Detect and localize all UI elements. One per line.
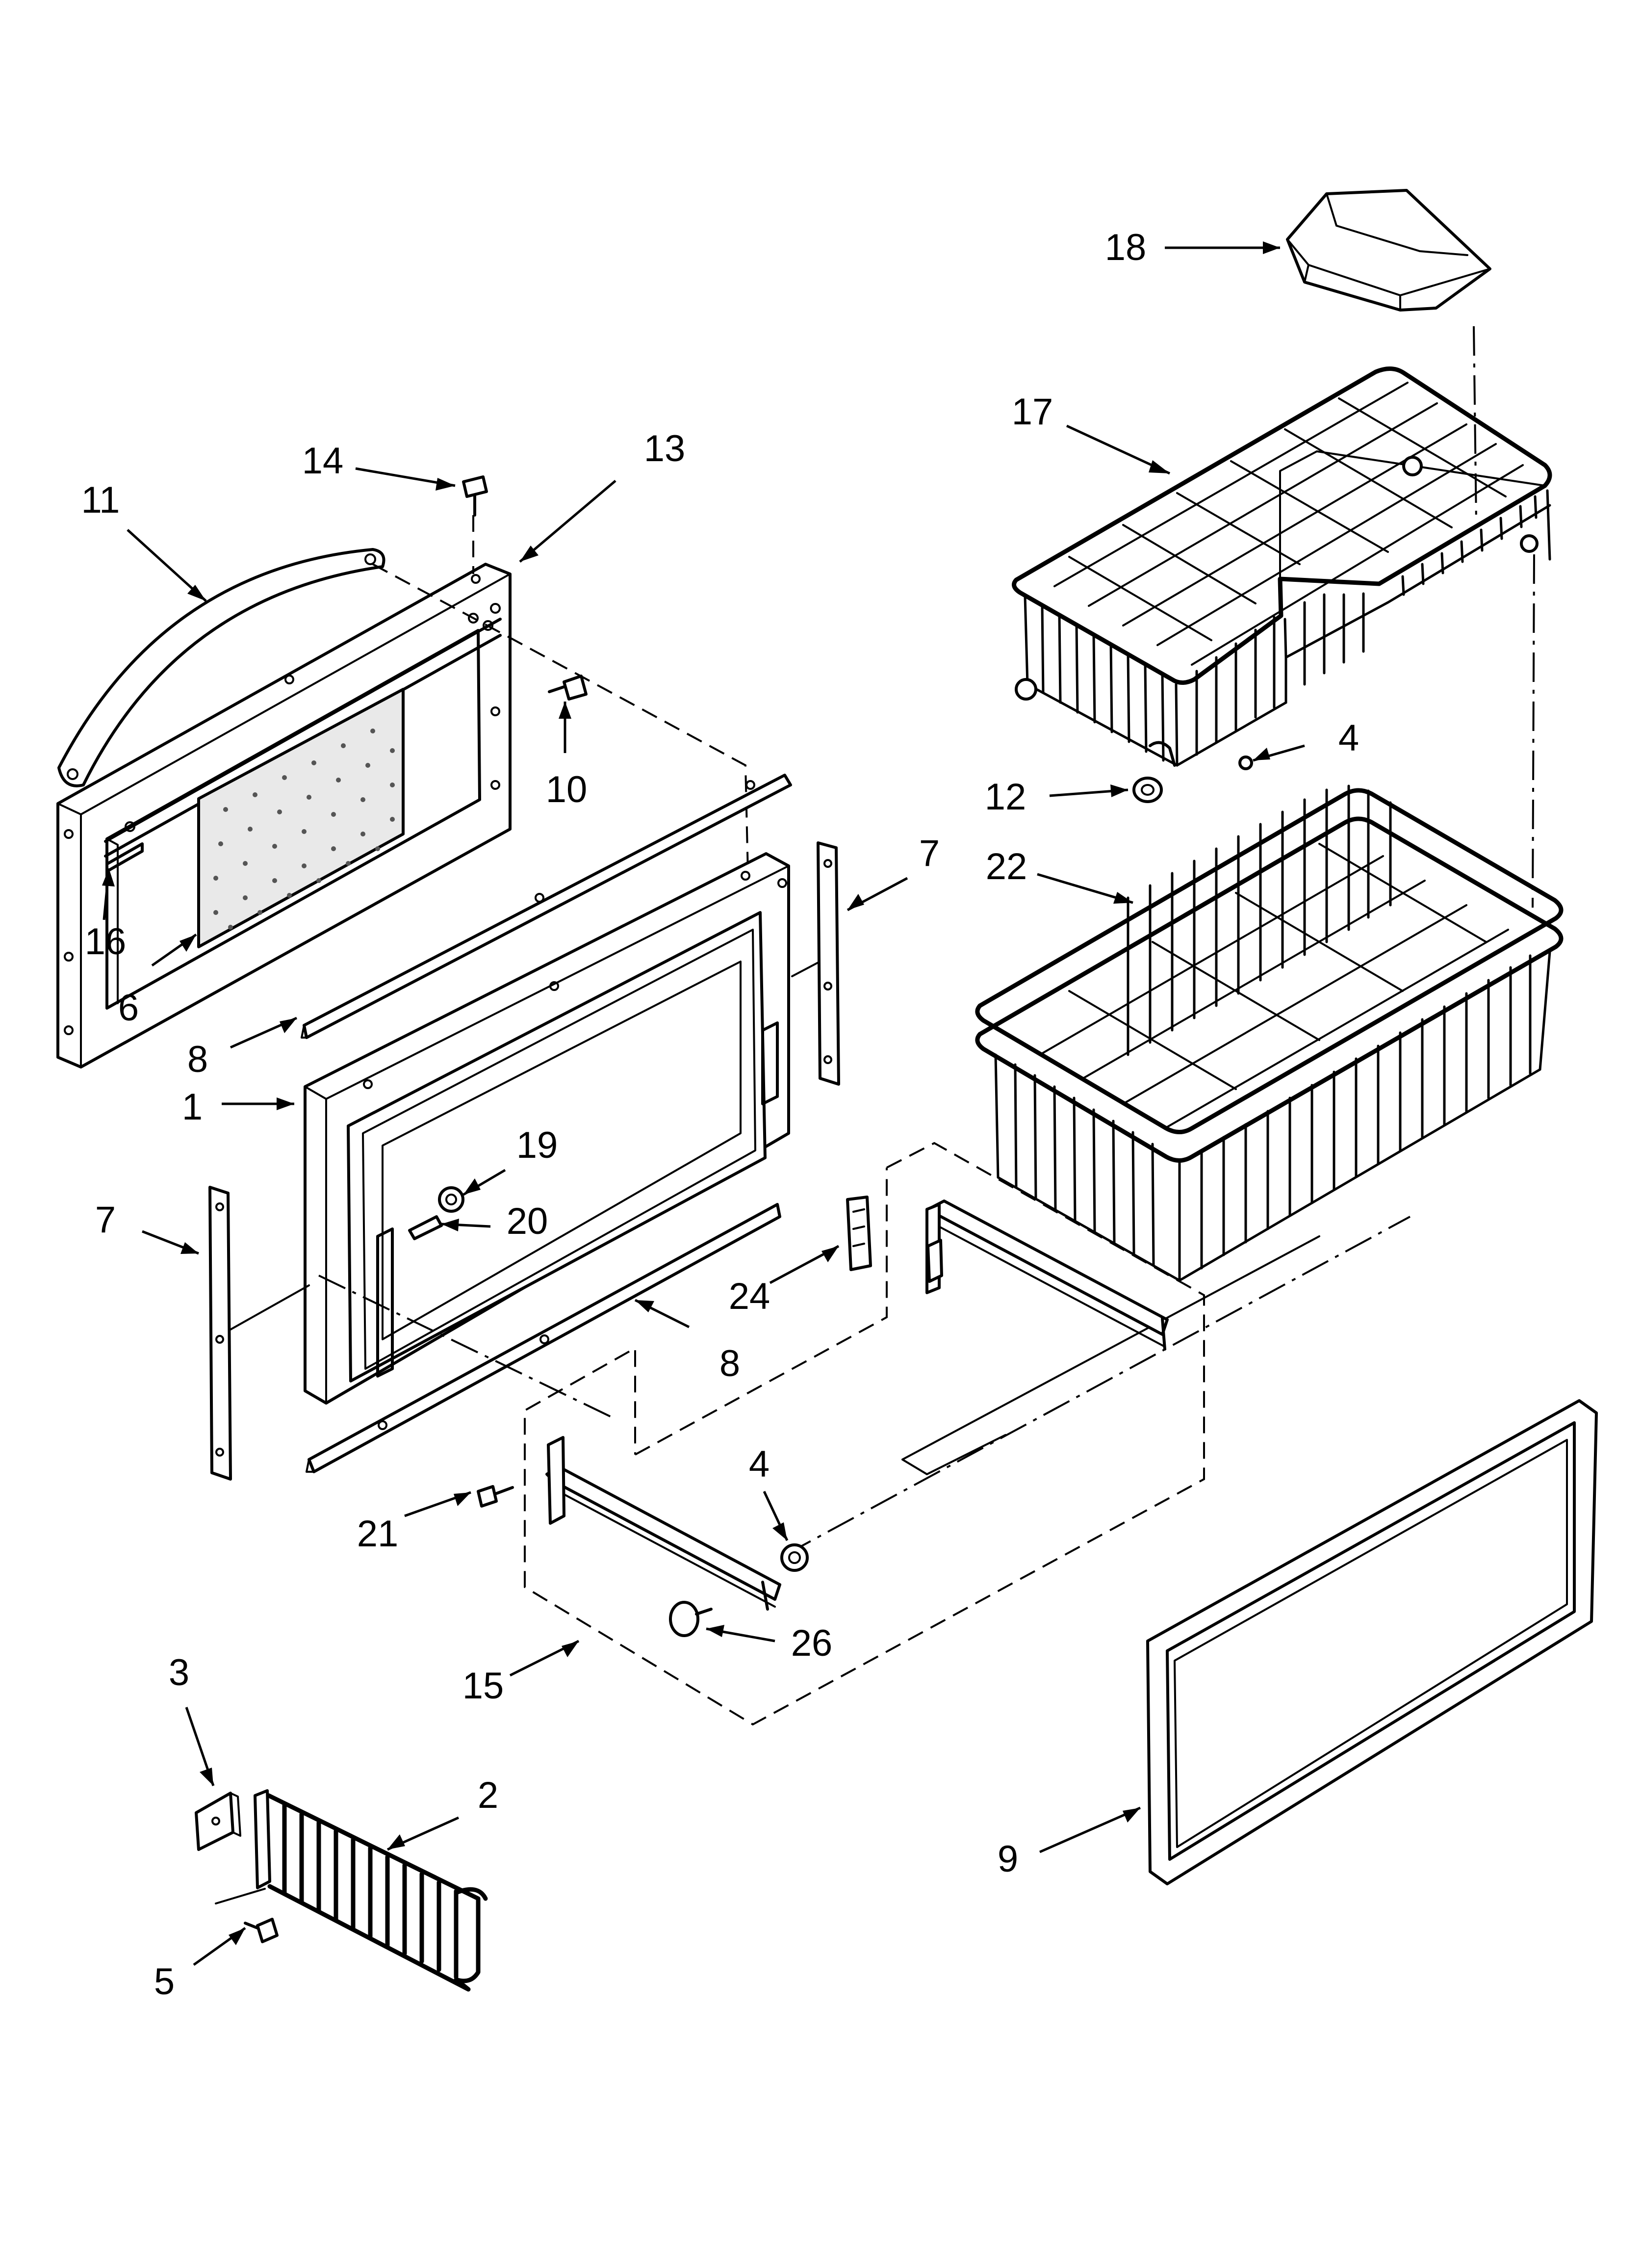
part-17-upper-basket <box>1012 366 1552 767</box>
label-part-10: 10 <box>546 769 588 810</box>
part-8-upper-strip <box>301 774 792 1039</box>
label-part-22: 22 <box>986 846 1027 887</box>
label-part-2: 2 <box>478 1774 498 1816</box>
label-part-13: 13 <box>644 428 686 469</box>
part-12-roller <box>1132 777 1163 803</box>
label-part-9: 9 <box>998 1838 1018 1880</box>
part-19-nut <box>438 1186 464 1213</box>
guide-line-basket <box>1532 554 1535 908</box>
part-7-left-strip <box>208 1186 232 1481</box>
part-2-divider <box>215 1789 488 1992</box>
part-21-screw <box>477 1485 514 1508</box>
part-26-stop <box>669 1601 713 1637</box>
guide-line-bin <box>1473 326 1477 523</box>
part-1-liner <box>304 852 790 1405</box>
label-part-26: 26 <box>791 1622 833 1664</box>
part-20-stud <box>408 1215 443 1240</box>
label-part-7-left: 7 <box>95 1199 116 1241</box>
label-part-16: 16 <box>85 921 127 963</box>
part-10-screw <box>548 675 588 701</box>
part-4-upper-roller <box>1238 756 1253 770</box>
part-3-bracket <box>195 1792 241 1851</box>
part-7-right-strip <box>817 841 840 1086</box>
part-labels: 18 17 14 13 11 10 4 12 22 7 16 6 8 1 19 … <box>81 227 1360 2003</box>
part-11-handle <box>57 548 385 787</box>
label-part-5: 5 <box>154 1961 175 2003</box>
guide-line-handle <box>372 563 749 874</box>
label-part-24: 24 <box>729 1276 770 1317</box>
label-part-4-lower: 4 <box>749 1443 770 1485</box>
part-6-panel <box>197 688 405 948</box>
leader-arrows <box>102 241 1305 1966</box>
part-8-lower-strip <box>306 1203 781 1473</box>
label-part-8-upper: 8 <box>187 1039 208 1080</box>
label-part-19: 19 <box>516 1124 558 1166</box>
part-9-gasket <box>1146 1399 1598 1885</box>
part-14-screw <box>462 475 488 517</box>
label-part-12: 12 <box>985 776 1026 818</box>
label-part-7-right: 7 <box>919 833 940 874</box>
label-part-14: 14 <box>302 440 344 482</box>
part-24-clip <box>846 1196 872 1271</box>
part-15-rail-assembly <box>318 1142 1411 1726</box>
label-part-4-upper: 4 <box>1338 717 1359 759</box>
label-part-6: 6 <box>118 987 139 1029</box>
label-part-8-lower: 8 <box>719 1343 740 1384</box>
label-part-18: 18 <box>1105 227 1147 268</box>
label-part-1: 1 <box>182 1086 203 1128</box>
label-part-11: 11 <box>81 479 120 521</box>
part-18-bin <box>1286 189 1491 312</box>
label-part-21: 21 <box>357 1513 399 1555</box>
label-part-3: 3 <box>169 1652 189 1694</box>
label-part-15: 15 <box>462 1665 504 1707</box>
part-5-screw <box>244 1918 279 1943</box>
label-part-17: 17 <box>1012 391 1053 433</box>
part-22-lower-basket <box>975 784 1564 1282</box>
label-part-20: 20 <box>507 1200 548 1242</box>
